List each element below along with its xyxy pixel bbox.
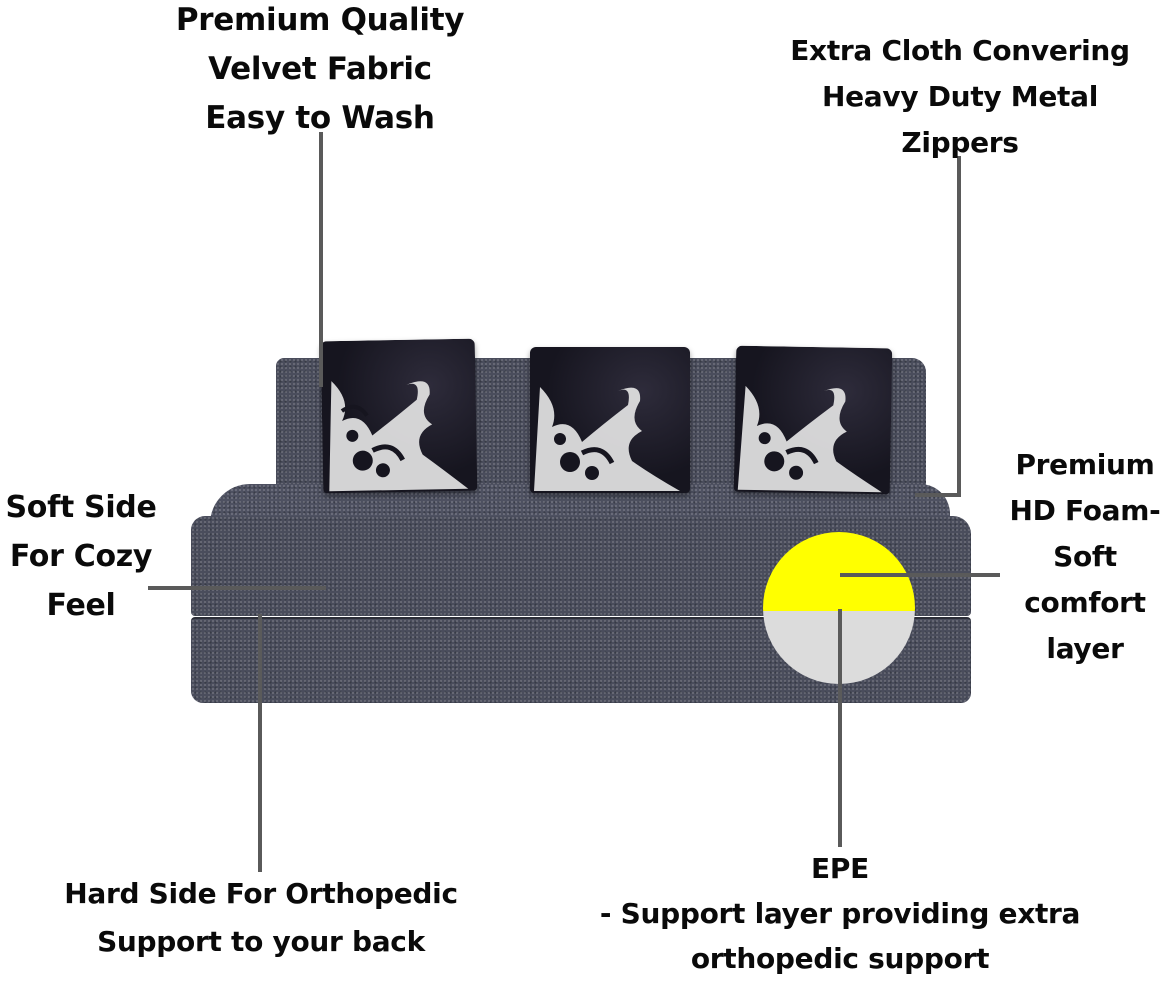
- callout-epe-line-1: EPE: [811, 852, 869, 885]
- callout-zippers: Extra Cloth Convering Heavy Duty Metal Z…: [760, 28, 1160, 166]
- throw-pillow-middle: [530, 347, 690, 493]
- callout-hd-foam-line-4: comfort: [1024, 586, 1146, 619]
- leader-line-epe: [838, 609, 842, 847]
- callout-fabric-line-3: Easy to Wash: [205, 100, 435, 136]
- callout-epe: EPE - Support layer providing extra orth…: [570, 846, 1110, 981]
- damask-pattern-icon: [534, 387, 680, 491]
- callout-soft-side-line-3: Feel: [46, 588, 116, 623]
- hd-foam-layer: [763, 532, 915, 612]
- callout-epe-line-3: orthopedic support: [690, 942, 990, 975]
- leader-line-zippers: [957, 156, 961, 496]
- callout-zippers-line-2: Heavy Duty Metal: [821, 80, 1099, 113]
- callout-soft-side-line-2: For Cozy: [9, 539, 153, 574]
- callout-hd-foam-line-5: layer: [1046, 632, 1124, 665]
- damask-pattern-icon: [329, 381, 469, 492]
- callout-fabric-line-1: Premium Quality: [175, 2, 465, 38]
- throw-pillow-left: [320, 338, 478, 494]
- callout-hd-foam-line-2: HD Foam-: [1009, 494, 1161, 527]
- callout-hd-foam: Premium HD Foam- Soft comfort layer: [995, 442, 1164, 672]
- callout-hard-side-line-1: Hard Side For Orthopedic: [64, 877, 458, 910]
- leader-line-fabric: [319, 132, 323, 387]
- callout-fabric-line-2: Velvet Fabric: [208, 51, 432, 87]
- callout-epe-line-2: - Support layer providing extra: [599, 897, 1081, 930]
- leader-line-zippers-h: [915, 493, 961, 497]
- callout-hard-side-line-2: Support to your back: [97, 925, 425, 958]
- callout-hd-foam-line-1: Premium: [1015, 448, 1155, 481]
- throw-pillow-right: [733, 345, 893, 495]
- callout-hard-side: Hard Side For Orthopedic Support to your…: [20, 870, 502, 966]
- callout-soft-side-line-1: Soft Side: [5, 490, 157, 525]
- callout-zippers-line-3: Zippers: [901, 126, 1019, 159]
- leader-line-hard-side: [258, 614, 262, 872]
- leader-line-soft-side: [148, 586, 326, 590]
- leader-line-hd-foam: [840, 573, 1000, 577]
- damask-pattern-icon: [737, 385, 882, 493]
- callout-zippers-line-1: Extra Cloth Convering: [790, 34, 1130, 67]
- callout-soft-side: Soft Side For Cozy Feel: [0, 483, 170, 630]
- callout-fabric: Premium Quality Velvet Fabric Easy to Wa…: [150, 0, 490, 143]
- callout-hd-foam-line-3: Soft: [1053, 540, 1117, 573]
